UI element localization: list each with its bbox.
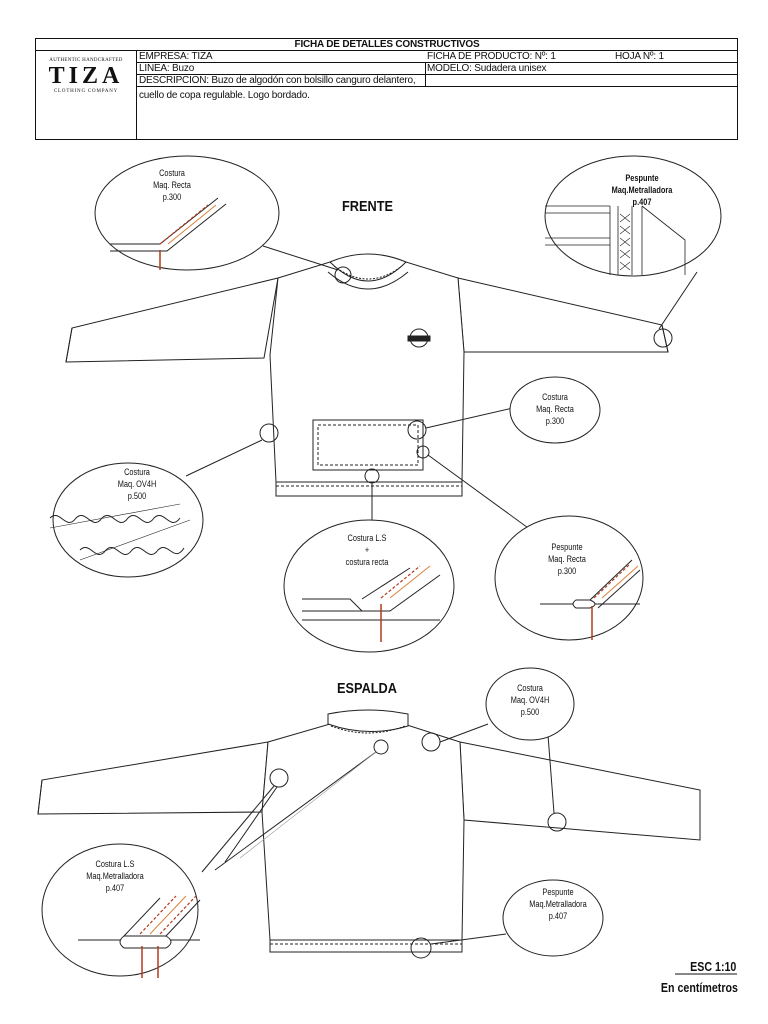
hoja-field: HOJA Nº: 1 <box>615 51 664 62</box>
back-detail-markers <box>201 723 567 959</box>
front-callout-bubbles <box>52 155 722 653</box>
front-sweatshirt <box>65 253 669 497</box>
callout-back-armhole: Costura L.S Maq.Metralladora p.407 <box>86 859 144 893</box>
tiza-logo: AUTHENTIC HANDCRAFTED TIZA CLOTHING COMP… <box>36 58 136 94</box>
descripcion-line-2: cuello de copa regulable. Logo bordado. <box>139 90 310 101</box>
front-hem-detail <box>302 565 441 642</box>
callout-front-hem: Costura L.S + costura recta <box>345 533 389 567</box>
callout-back-shoulder: Costura Maq. OV4H p.500 <box>510 683 550 717</box>
callout-front-pocket-edge: Pespunte Maq. Recta p.300 <box>548 542 586 576</box>
back-armhole-detail <box>78 895 201 978</box>
front-view-title: FRENTE <box>342 198 393 215</box>
modelo-field: MODELO: Sudadera unisex <box>427 63 547 74</box>
front-detail-markers <box>185 245 698 534</box>
header-table <box>35 38 738 140</box>
logo-name: TIZA <box>48 63 124 89</box>
callout-front-side: Costura Maq. OV4H p.500 <box>117 467 157 501</box>
logo-bottom-text: CLOTHING COMPANY <box>53 89 119 94</box>
empresa-field: EMPRESA: TIZA <box>139 51 213 62</box>
callout-front-collar: Costura Maq. Recta p.300 <box>153 168 191 202</box>
sheet-title: FICHA DE DETALLES CONSTRUCTIVOS <box>294 39 480 50</box>
front-overlock-detail <box>49 503 191 561</box>
ficha-producto-field: FICHA DE PRODUCTO: Nº: 1 <box>427 51 556 62</box>
logo-top-text: AUTHENTIC HANDCRAFTED <box>49 58 123 63</box>
callout-front-cuff: Pespunte Maq.Metralladora p.407 <box>611 173 673 207</box>
back-view-title: ESPALDA <box>337 680 397 697</box>
front-pocket-edge-detail <box>540 559 641 640</box>
front-collar-detail <box>110 197 227 270</box>
units-label: En centímetros <box>660 980 738 995</box>
callout-back-hem: Pespunte Maq.Metralladora p.407 <box>529 887 587 921</box>
scale-label: ESC 1:10 <box>689 959 736 974</box>
back-sweatshirt <box>37 709 701 953</box>
linea-field: LINEA: Buzo <box>139 63 195 74</box>
front-cuff-detail <box>545 205 686 275</box>
descripcion-line-1: DESCRIPCION: Buzo de algodón con bolsill… <box>139 75 416 86</box>
callout-front-pocket-top: Costura Maq. Recta p.300 <box>536 392 574 426</box>
